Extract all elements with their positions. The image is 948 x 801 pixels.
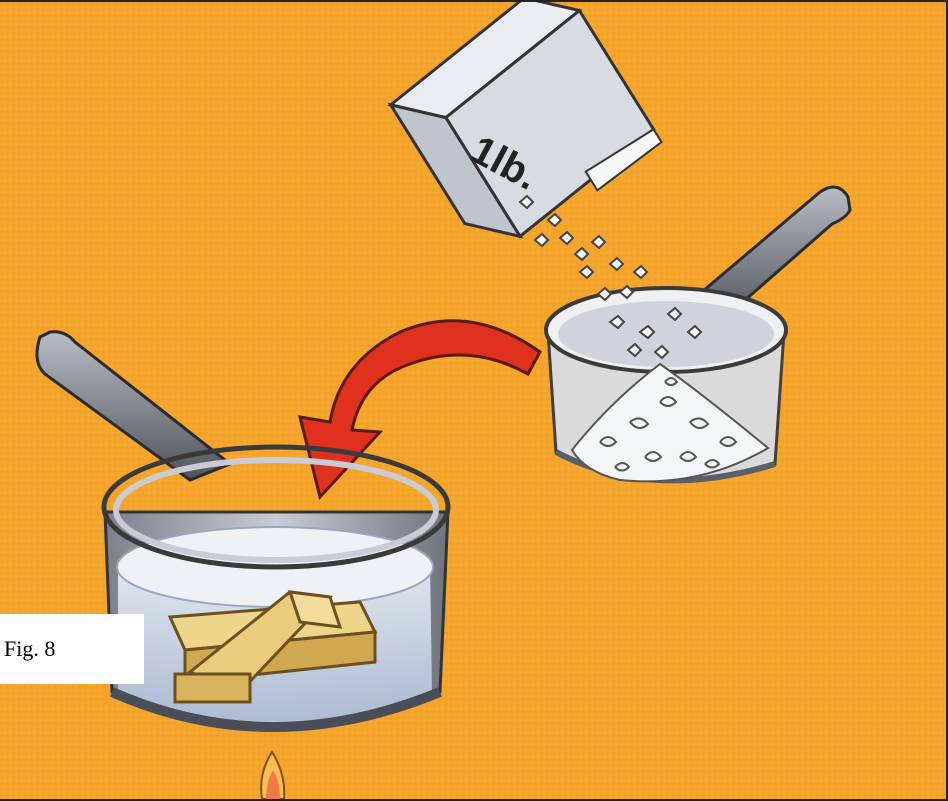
figure-caption: Fig. 8 xyxy=(0,614,144,684)
